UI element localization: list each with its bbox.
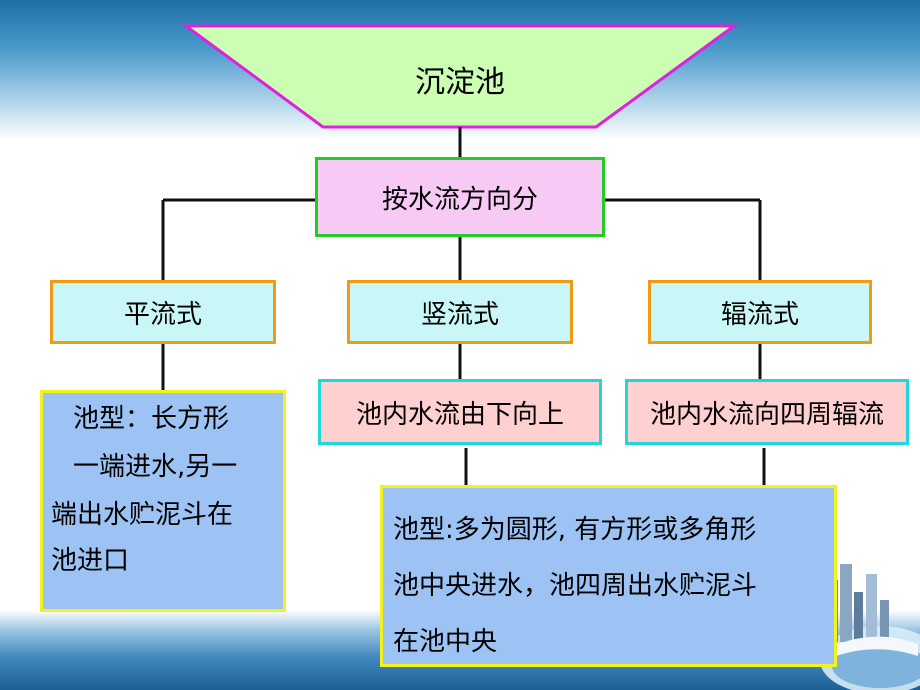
root-trapezoid-shape <box>181 24 739 129</box>
vertical-flow-node: 池内水流由下向上 <box>318 379 602 445</box>
classification-node: 按水流方向分 <box>315 157 605 237</box>
radial-desc-line-1: 池型:多为圆形, 有方形或多角形 <box>393 515 757 545</box>
city-globe-decoration-icon <box>820 564 920 690</box>
radial-description-node: 池型:多为圆形, 有方形或多角形 池中央进水，池四周出水贮泥斗 在池中央 <box>380 485 837 667</box>
type-node-horizontal: 平流式 <box>50 280 276 344</box>
type-node-vertical: 竖流式 <box>347 280 573 344</box>
radial-flow-node: 池内水流向四周辐流 <box>625 379 909 445</box>
horizontal-desc-line-4: 池进口 <box>51 546 130 576</box>
horizontal-desc-line-3: 端出水贮泥斗在 <box>51 500 234 530</box>
radial-desc-line-3: 在池中央 <box>393 627 498 657</box>
horizontal-description-node: 池型：长方形 一端进水,另一 端出水贮泥斗在 池进口 <box>40 390 286 612</box>
type-node-radial: 辐流式 <box>648 280 872 344</box>
horizontal-desc-line-2: 一端进水,另一 <box>73 452 238 482</box>
horizontal-desc-line-1: 池型：长方形 <box>73 404 230 434</box>
root-node-label: 沉淀池 <box>415 65 505 100</box>
radial-desc-line-2: 池中央进水，池四周出水贮泥斗 <box>393 571 758 601</box>
